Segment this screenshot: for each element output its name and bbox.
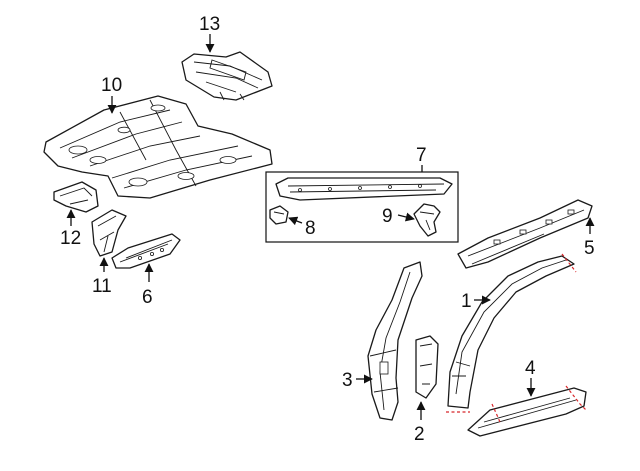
callout-8: 8 — [288, 216, 316, 239]
part-4-rocker[interactable] — [467, 385, 587, 437]
callout-1: 1 — [461, 291, 491, 312]
part-9-bracket[interactable] — [413, 203, 441, 237]
callout-4-label: 4 — [525, 358, 536, 379]
callout-6: 6 — [142, 263, 154, 308]
callout-11: 11 — [92, 257, 112, 297]
part-1-pillar[interactable] — [446, 253, 577, 413]
callout-9-label: 9 — [382, 206, 393, 227]
callout-7-label: 7 — [416, 145, 427, 166]
callout-6-label: 6 — [142, 287, 153, 308]
part-group-box — [265, 171, 459, 243]
part-10-floor-pan[interactable] — [43, 95, 273, 199]
callout-12-label: 12 — [60, 228, 81, 249]
callout-13-label: 13 — [199, 14, 220, 35]
callout-9: 9 — [382, 206, 415, 227]
part-8-nut[interactable] — [269, 205, 289, 225]
part-12-bracket[interactable] — [53, 181, 99, 213]
callout-8-arrow — [288, 216, 303, 226]
part-13-floor-crossmember[interactable] — [181, 51, 273, 101]
callout-8-label: 8 — [305, 218, 316, 239]
callout-5: 5 — [584, 217, 595, 259]
callout-7: 7 — [416, 145, 427, 172]
callout-11-label: 11 — [92, 276, 112, 297]
callout-3: 3 — [342, 370, 373, 391]
part-3-center-pillar[interactable] — [367, 261, 423, 421]
callout-13: 13 — [199, 14, 220, 53]
part-6-rail-extension[interactable] — [111, 233, 181, 269]
callout-1-label: 1 — [461, 291, 472, 312]
part-2-reinforcement[interactable] — [415, 335, 439, 399]
callout-3-label: 3 — [342, 370, 353, 391]
callout-2: 2 — [414, 401, 426, 445]
callout-9-arrow — [397, 212, 415, 222]
part-5-reinforcement[interactable] — [457, 199, 593, 269]
part-7-rail[interactable] — [275, 177, 453, 201]
callout-10-label: 10 — [101, 75, 122, 96]
part-11-bracket[interactable] — [91, 209, 127, 257]
callout-4: 4 — [525, 358, 536, 397]
callout-10: 10 — [101, 75, 122, 114]
callout-12: 12 — [60, 209, 81, 249]
callout-5-label: 5 — [584, 238, 595, 259]
callout-2-label: 2 — [414, 424, 425, 445]
